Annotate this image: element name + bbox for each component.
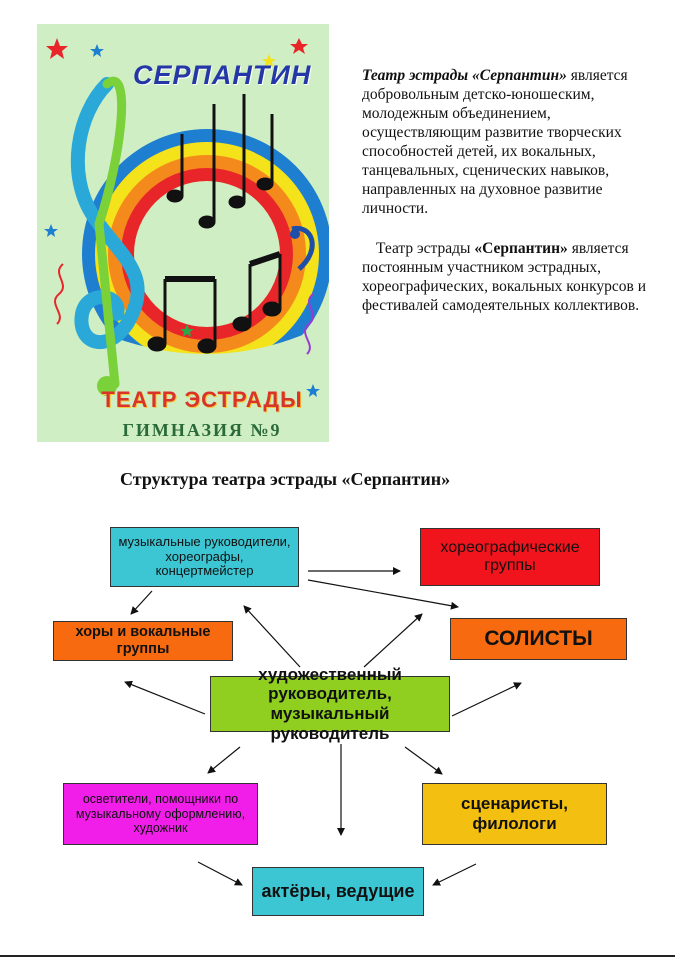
arrow-art-choirs: [124, 680, 206, 715]
box-choirs: хоры и вокальные группы: [53, 621, 233, 661]
description-body-1: является добровольным детско-юношеским, …: [362, 67, 628, 217]
description-lead: Театр эстрады «Серпантин»: [362, 67, 567, 84]
arrow-art-choreo: [363, 613, 423, 668]
box-artistic-director: художественный руководитель, музыкальный…: [210, 665, 450, 743]
description-paragraph-2: Театр эстрады «Серпантин» является посто…: [362, 239, 652, 315]
poster-title: СЕРПАНТИН: [133, 60, 312, 90]
arrow-writers-actors: [432, 863, 477, 886]
description-paragraph-1: Театр эстрады «Серпантин» является добро…: [362, 66, 652, 218]
poster-image: СЕРПАНТИН ТЕАТР ЭСТРАДЫ ГИМНАЗИЯ №9: [37, 24, 329, 442]
poster-school: ГИМНАЗИЯ №9: [122, 420, 282, 440]
arrow-art-writers: [404, 746, 443, 775]
box-music-directors: музыкальные руководители, хореографы, ко…: [110, 527, 299, 587]
box-lighting-staff: осветители, помощники по музыкальному оф…: [63, 783, 258, 845]
description-bold-2: «Серпантин»: [474, 240, 568, 257]
box-actors: актёры, ведущие: [252, 867, 424, 916]
box-soloists: СОЛИСТЫ: [450, 618, 627, 660]
description-start-2: Театр эстрады: [376, 240, 475, 257]
arrow-art-light: [207, 746, 241, 774]
arrow-art-directors: [243, 605, 301, 668]
box-screenwriters: сценаристы, филологи: [422, 783, 607, 845]
poster-artwork: [44, 38, 329, 442]
description-body-2: является постоянным участником эстрадных…: [362, 240, 647, 314]
poster-subtitle: ТЕАТР ЭСТРАДЫ: [101, 387, 303, 412]
page-bottom-rule: [0, 955, 675, 957]
structure-title: Структура театра эстрады «Серпантин»: [120, 469, 451, 489]
arrow-light-actors: [197, 861, 243, 886]
description-text: Театр эстрады «Серпантин» является добро…: [362, 66, 652, 315]
arrow-art-soloists: [451, 682, 522, 717]
box-choreography-groups: хореографические группы: [420, 528, 600, 586]
arrow-directors-choirs: [130, 590, 153, 615]
